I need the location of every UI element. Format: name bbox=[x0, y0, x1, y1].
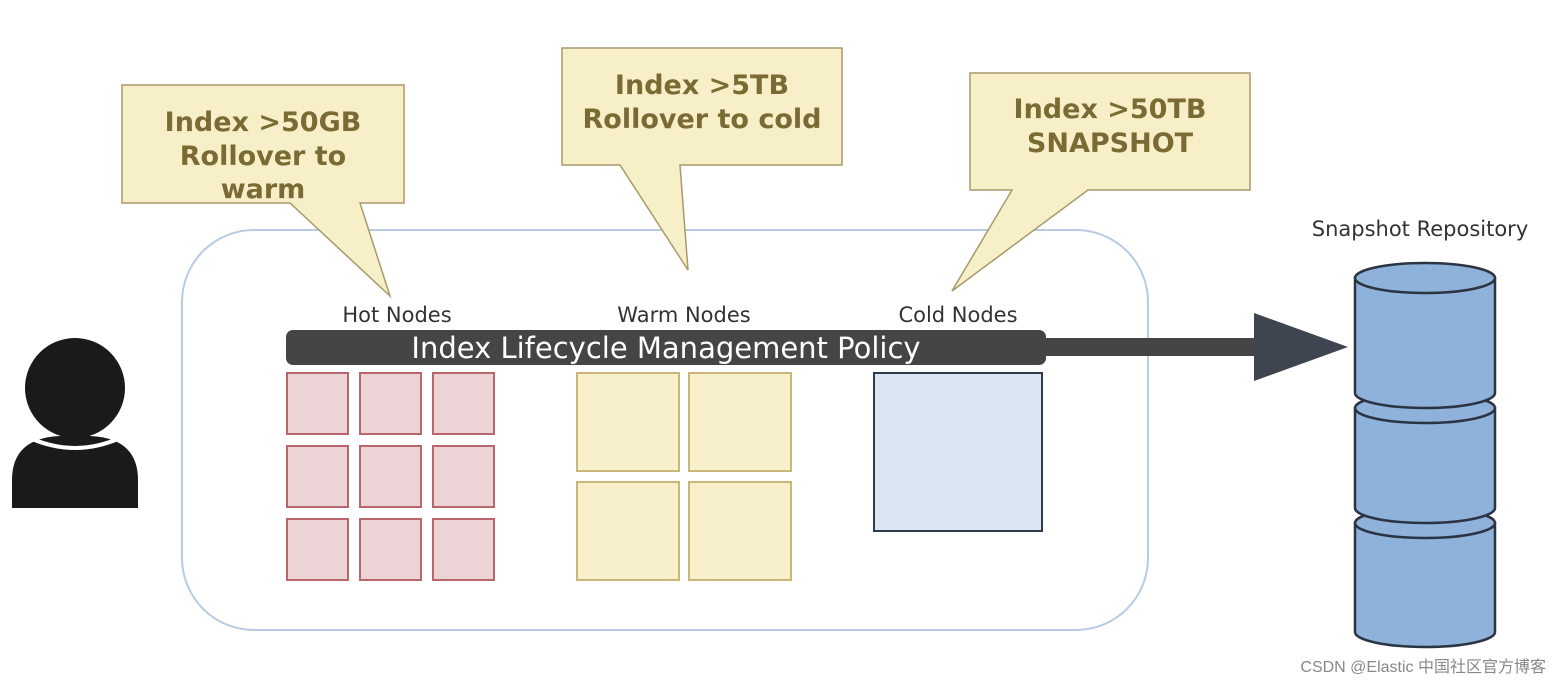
callout-hot: Index >50GB Rollover to warm bbox=[121, 84, 405, 299]
callout-warm-line-2: Rollover to cold bbox=[582, 104, 821, 135]
hot-node bbox=[359, 372, 422, 435]
callout-cold-line-2: SNAPSHOT bbox=[1027, 128, 1194, 159]
policy-bar-label: Index Lifecycle Management Policy bbox=[411, 331, 920, 365]
hot-node bbox=[286, 445, 349, 508]
warm-node bbox=[688, 372, 792, 472]
hot-node bbox=[432, 518, 495, 581]
warm-node bbox=[576, 372, 680, 472]
hot-node bbox=[359, 445, 422, 508]
cold-nodes-label: Cold Nodes bbox=[898, 303, 1017, 327]
callout-warm-line-1: Index >5TB bbox=[615, 70, 789, 101]
callout-warm: Index >5TB Rollover to cold bbox=[561, 47, 843, 271]
hot-nodes-grid bbox=[286, 372, 495, 581]
hot-node bbox=[432, 445, 495, 508]
hot-node bbox=[432, 372, 495, 435]
database-cylinder-icon bbox=[1353, 261, 1497, 649]
policy-bar bbox=[286, 330, 1046, 365]
warm-node bbox=[688, 481, 792, 581]
snapshot-repository-label: Snapshot Repository bbox=[1312, 217, 1529, 241]
callout-hot-line-1: Index >50GB bbox=[165, 107, 362, 138]
user-silhouette-icon bbox=[12, 338, 138, 508]
callout-hot-line-3: warm bbox=[221, 174, 306, 205]
warm-nodes-label: Warm Nodes bbox=[617, 303, 750, 327]
watermark: CSDN @Elastic 中国社区官方博客 bbox=[1300, 658, 1546, 676]
callout-cold-line-1: Index >50TB bbox=[1014, 94, 1207, 125]
arrow-right-icon bbox=[1030, 313, 1348, 381]
warm-node bbox=[576, 481, 680, 581]
hot-node bbox=[286, 372, 349, 435]
callout-cold: Index >50TB SNAPSHOT bbox=[951, 72, 1251, 292]
cold-node bbox=[873, 372, 1043, 532]
hot-nodes-label: Hot Nodes bbox=[342, 303, 451, 327]
hot-node bbox=[286, 518, 349, 581]
hot-node bbox=[359, 518, 422, 581]
warm-nodes-grid bbox=[576, 372, 792, 581]
callout-hot-line-2: Rollover to bbox=[180, 141, 346, 172]
